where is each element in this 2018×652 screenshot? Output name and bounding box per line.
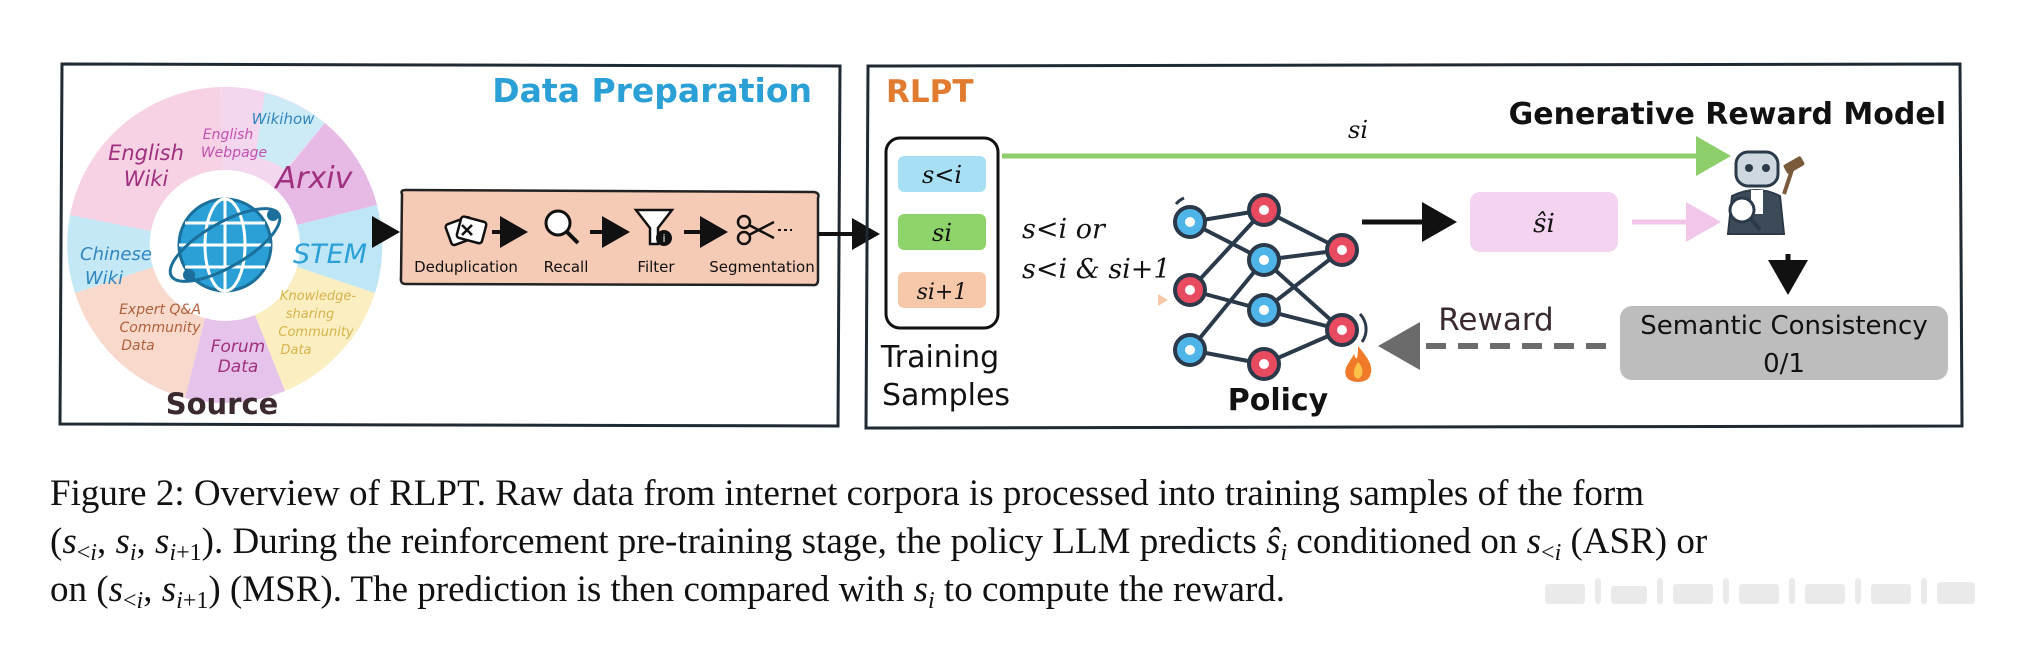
expert-label: Expert Q&A (119, 302, 201, 318)
expert-label-3: Data (121, 338, 154, 354)
policy-network-icon (1173, 193, 1368, 381)
data-preparation-panel: Data Preparation Eng (58, 62, 880, 428)
reward-label: Reward (1438, 302, 1553, 338)
rlpt-panel: RLPT Generative Reward Model s<i si si+1… (864, 62, 1964, 430)
fire-icon (1345, 346, 1372, 382)
ground-truth-label: si (1348, 116, 1368, 144)
step-deduplication: Deduplication (414, 258, 518, 276)
caption-text-2c: (ASR) or (1570, 521, 1708, 562)
english-wiki-label: English (108, 141, 184, 165)
input-text-line-1: s<i or (1022, 214, 1107, 245)
caption-line-3: on (s<i, si+1) (MSR). The prediction is … (50, 569, 1286, 614)
chinese-wiki-label: Chinese (80, 244, 152, 265)
caption-figure-label: Figure 2: (50, 473, 185, 514)
filter-icon: i (633, 208, 675, 246)
caption-text-1: Overview of RLPT. Raw data from internet… (193, 473, 1645, 514)
knowledge-label-3: Community (278, 325, 354, 340)
caption-text-2b: conditioned on (1296, 521, 1518, 562)
knowledge-label: Knowledge- (280, 289, 356, 304)
step-filter: Filter (637, 258, 675, 276)
caption-text-3b: (MSR). The prediction is then compared w… (229, 569, 905, 610)
knowledge-label-2: sharing (286, 307, 334, 322)
sample-s-less-i (898, 156, 986, 192)
input-text-line-2: s<i & si+1 (1022, 254, 1171, 285)
pipeline-box: i Deduplication Recall Filter Segmentati… (399, 188, 820, 287)
sample-s-i-label: si (932, 219, 952, 247)
watermark (1545, 578, 1975, 604)
english-webpage-label-2: Webpage (201, 145, 267, 161)
sample-s-less-i-label: s<i (922, 161, 962, 189)
caption-text-3c: to compute the reward. (943, 569, 1286, 610)
caption-text-2: . During the reinforcement pre-training … (213, 521, 1257, 562)
generative-reward-model-title: Generative Reward Model (1509, 97, 1946, 132)
forum-data-label-2: Data (218, 357, 259, 377)
training-samples-stack: s<i si si+1 (884, 136, 1000, 330)
robot-judge-icon (1726, 150, 1805, 235)
training-samples-label-2: Samples (882, 378, 1010, 413)
forum-data-label: Forum (211, 337, 266, 357)
caption-line-1: Figure 2: Overview of RLPT. Raw data fro… (50, 470, 1980, 518)
caption-text-3a: on (50, 569, 87, 610)
chinese-wiki-label-2: Wiki (85, 268, 123, 289)
english-webpage-label: English (203, 127, 254, 143)
wikihow-label: Wikihow (252, 110, 316, 128)
scissors-icon (736, 214, 792, 246)
training-samples-label: Training (880, 340, 999, 375)
prediction-label: ŝi (1533, 209, 1555, 239)
english-wiki-label-2: Wiki (124, 167, 169, 191)
source-label: Source (166, 387, 279, 421)
expert-label-2: Community (119, 320, 201, 336)
sample-s-i (898, 214, 986, 250)
data-preparation-title: Data Preparation (492, 71, 812, 110)
policy-label: Policy (1228, 383, 1329, 418)
stem-label: STEM (293, 239, 367, 270)
step-recall: Recall (544, 258, 589, 276)
arxiv-label: Arxiv (274, 161, 354, 196)
semantic-consistency-box (1620, 306, 1948, 380)
svg-text:i: i (662, 232, 665, 245)
caption-line-2: (s<i, si, si+1). During the reinforcemen… (50, 521, 1708, 566)
semantic-consistency-value: 0/1 (1763, 349, 1805, 379)
knowledge-label-4: Data (280, 343, 311, 358)
figure-caption: Figure 2: Overview of RLPT. Raw data fro… (50, 470, 1980, 614)
semantic-consistency-label: Semantic Consistency (1640, 311, 1927, 341)
globe-icon (168, 197, 282, 293)
sample-s-i-plus-1-label: si+1 (917, 280, 968, 305)
prediction-box (1470, 192, 1618, 252)
rlpt-title: RLPT (886, 74, 974, 110)
sample-s-i-plus-1 (898, 272, 986, 308)
deduplication-icon (444, 215, 488, 247)
recall-search-icon (544, 209, 580, 245)
step-segmentation: Segmentation (709, 258, 814, 276)
